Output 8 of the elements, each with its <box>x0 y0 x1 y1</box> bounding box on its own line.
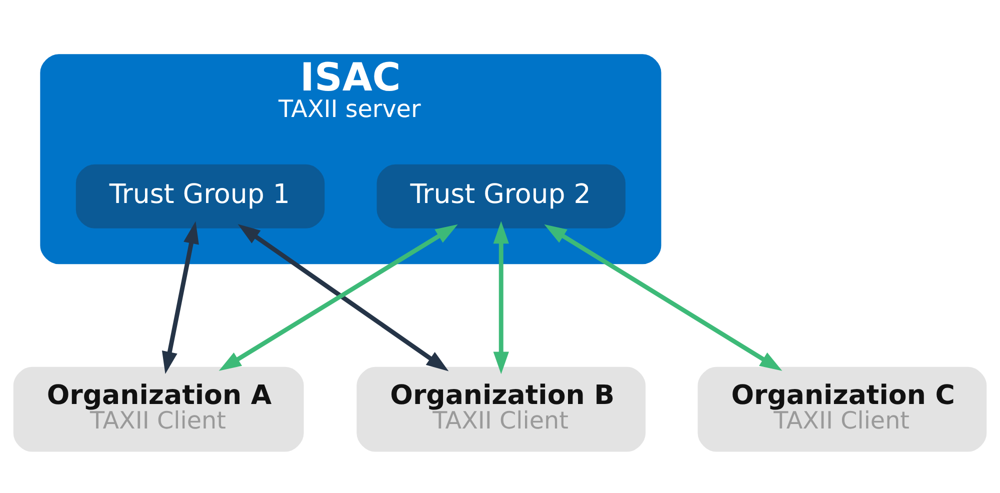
arrow <box>493 220 509 374</box>
arrow <box>544 224 782 370</box>
node-box: Organization C TAXII Client <box>698 366 987 452</box>
node-box: Trust Group 1 <box>76 164 325 228</box>
arrow <box>162 220 199 374</box>
node-box: Organization B TAXII Client <box>356 366 646 452</box>
node-box: Trust Group 2 <box>376 164 626 228</box>
node-box: Organization A TAXII Client <box>13 366 304 452</box>
